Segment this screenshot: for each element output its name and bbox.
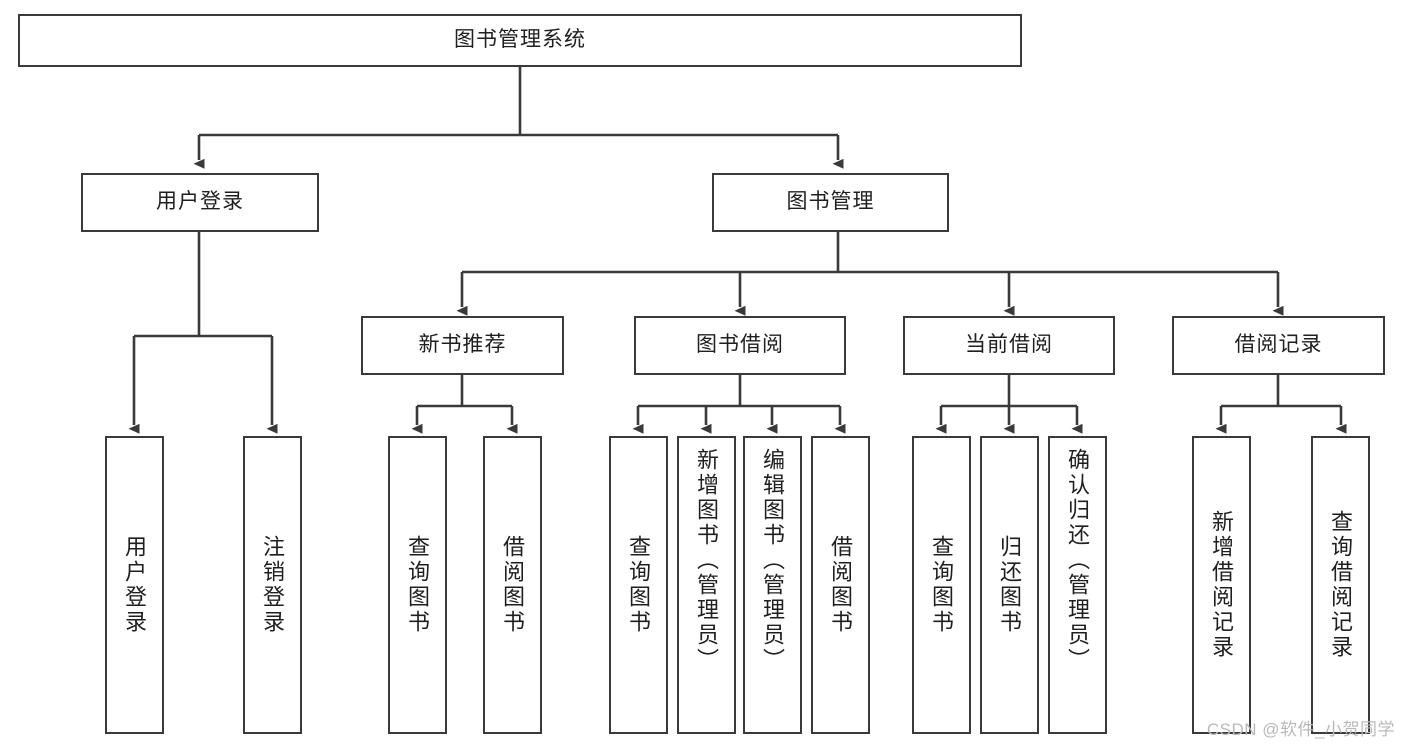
leaf-current-return-book-label: 归还图书 [997, 535, 1023, 635]
leaf-borrow-add-book-label: 新增图书（管理员） [694, 448, 720, 673]
leaf-current-query-book-label: 查询图书 [929, 535, 955, 635]
leaf-borrow-query-book[interactable]: 查询图书 [609, 436, 668, 734]
leaf-current-confirm-return-label: 确认归还（管理员） [1065, 448, 1091, 673]
leaf-current-return-book[interactable]: 归还图书 [980, 436, 1039, 734]
node-book-management[interactable]: 图书管理 [712, 173, 949, 232]
node-borrow-record[interactable]: 借阅记录 [1172, 316, 1385, 375]
leaf-new-book-query[interactable]: 查询图书 [388, 436, 447, 734]
leaf-record-add[interactable]: 新增借阅记录 [1192, 436, 1251, 734]
node-borrow-record-label: 借阅记录 [1234, 333, 1323, 357]
leaf-new-book-query-label: 查询图书 [405, 535, 431, 635]
node-user-login[interactable]: 用户登录 [81, 173, 319, 232]
leaf-new-book-borrow[interactable]: 借阅图书 [483, 436, 542, 734]
leaf-current-query-book[interactable]: 查询图书 [912, 436, 971, 734]
leaf-borrow-add-book[interactable]: 新增图书（管理员） [677, 436, 736, 734]
node-root[interactable]: 图书管理系统 [18, 14, 1022, 67]
node-new-book-recommend[interactable]: 新书推荐 [361, 316, 564, 375]
node-book-borrow-label: 图书借阅 [696, 333, 784, 357]
leaf-borrow-edit-book[interactable]: 编辑图书（管理员） [743, 436, 802, 734]
node-book-management-label: 图书管理 [786, 190, 875, 214]
node-current-borrow[interactable]: 当前借阅 [903, 316, 1115, 375]
leaf-user-login-signout[interactable]: 注销登录 [243, 436, 302, 734]
leaf-borrow-query-book-label: 查询图书 [626, 535, 652, 635]
leaf-record-add-label: 新增借阅记录 [1209, 510, 1235, 660]
leaf-current-confirm-return[interactable]: 确认归还（管理员） [1048, 436, 1107, 734]
leaf-borrow-edit-book-label: 编辑图书（管理员） [760, 448, 786, 673]
leaf-new-book-borrow-label: 借阅图书 [500, 535, 526, 635]
leaf-borrow-borrow-book-label: 借阅图书 [828, 535, 854, 635]
leaf-record-query-label: 查询借阅记录 [1328, 510, 1354, 660]
node-book-borrow[interactable]: 图书借阅 [634, 316, 846, 375]
node-user-login-label: 用户登录 [156, 190, 244, 214]
leaf-record-query[interactable]: 查询借阅记录 [1311, 436, 1370, 734]
leaf-user-login-signin[interactable]: 用户登录 [105, 436, 164, 734]
leaf-borrow-borrow-book[interactable]: 借阅图书 [811, 436, 870, 734]
node-current-borrow-label: 当前借阅 [965, 333, 1053, 357]
leaf-user-login-signout-label: 注销登录 [260, 535, 286, 635]
node-new-book-recommend-label: 新书推荐 [418, 333, 507, 357]
leaf-user-login-signin-label: 用户登录 [122, 535, 148, 635]
node-root-label: 图书管理系统 [454, 28, 586, 52]
